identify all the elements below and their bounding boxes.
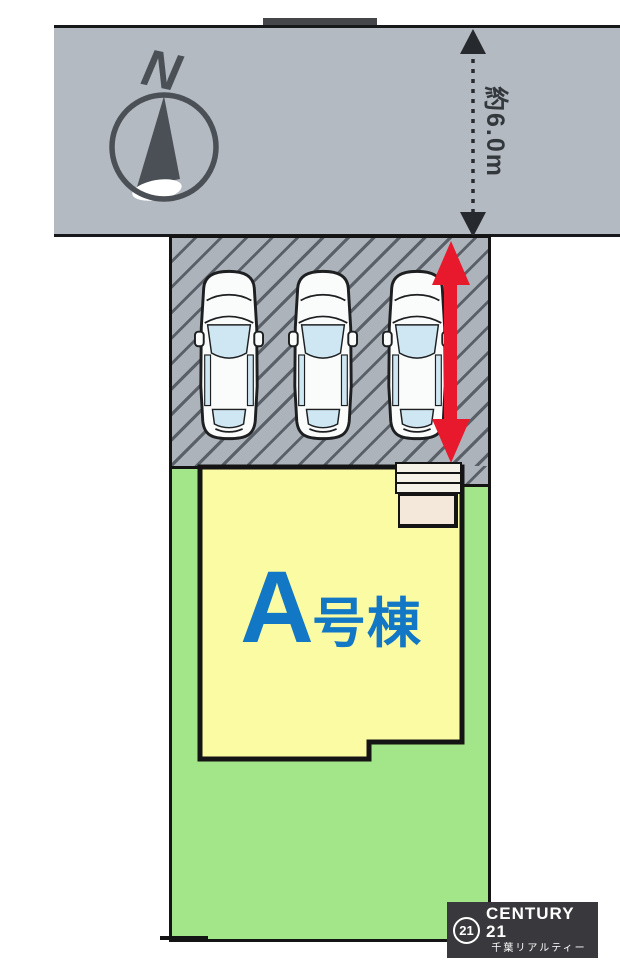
building-a-label-main: A: [240, 550, 314, 664]
building-a-label: A号棟: [197, 556, 465, 658]
building-a: [197, 464, 465, 762]
north-compass-icon: N: [109, 38, 219, 202]
century21-badge-icon: 21: [453, 916, 480, 944]
building-a-label-suffix: 号棟: [311, 594, 422, 654]
road-width-arrow: [460, 29, 486, 237]
brand-name: CENTURY 21: [486, 904, 575, 941]
office-name: 千葉リアルティー: [491, 943, 587, 954]
road-edge-mark: [263, 18, 377, 25]
parking-depth-arrow: [432, 241, 470, 463]
entrance-step: [395, 482, 462, 494]
century21-text: CENTURY 21 千葉リアルティー: [486, 905, 592, 955]
road-width-label: 約6.0m: [481, 86, 509, 178]
compass-ring: [109, 92, 219, 202]
entrance-steps: [395, 462, 462, 494]
parking-edge-patch: [462, 466, 488, 487]
road: [54, 25, 620, 237]
century21-logo: 21 CENTURY 21 千葉リアルティー: [447, 902, 598, 958]
compass-needle: [137, 96, 180, 187]
entrance-porch: [398, 494, 458, 528]
parked-car-icon: [288, 266, 358, 444]
parked-car-icon: [194, 266, 264, 444]
boundary-line-segment: [160, 936, 208, 940]
